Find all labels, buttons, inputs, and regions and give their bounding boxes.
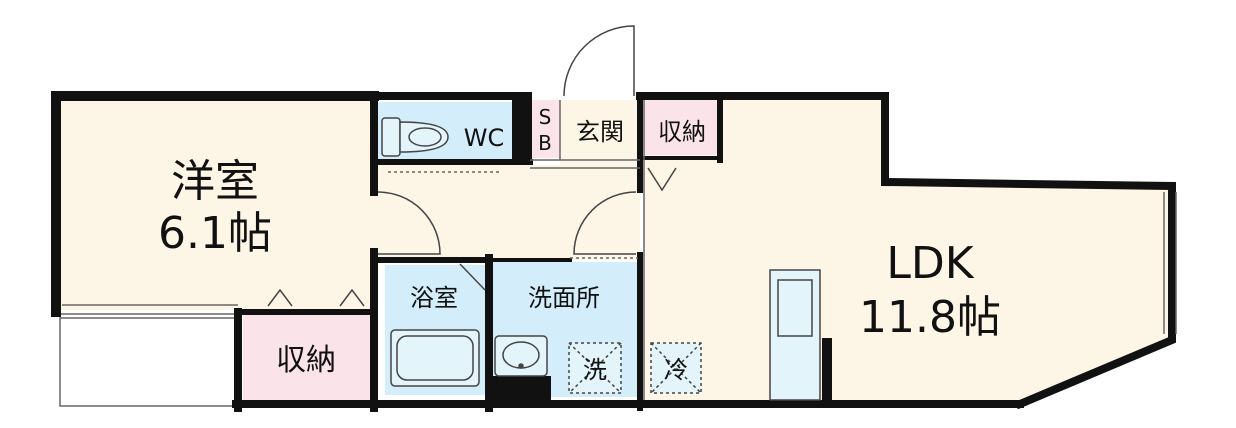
western-room-size: 6.1帖 — [158, 208, 272, 259]
ldk-name: LDK — [886, 238, 974, 289]
toilet-icon — [381, 117, 449, 157]
wc-label: WC — [464, 124, 505, 152]
storage-bottom-label: 収納 — [276, 343, 336, 378]
washroom-door[interactable] — [573, 191, 637, 255]
washroom-label: 洗面所 — [528, 284, 600, 312]
washer-icon — [568, 342, 622, 394]
bath-label: 浴室 — [410, 284, 458, 312]
corridor-floor — [374, 165, 640, 260]
walls — [51, 91, 1176, 412]
fridge-label: 冷 — [664, 356, 688, 384]
washer-label: 洗 — [583, 356, 607, 384]
western-room-name: 洋室 — [171, 156, 259, 207]
doors — [267, 25, 677, 307]
bathtub-icon — [390, 329, 480, 387]
storage-top-floor — [643, 100, 718, 155]
shoe-box-floor — [530, 100, 560, 158]
storage-bottom-floor — [243, 315, 371, 400]
shoe-box-line2: B — [538, 131, 552, 155]
kitchen-counter-icon — [769, 269, 821, 401]
washbasin-icon — [494, 335, 548, 377]
entrance-floor — [560, 100, 640, 165]
bath-door[interactable] — [459, 263, 486, 291]
balcony — [59, 310, 240, 407]
thin-lines — [62, 100, 1177, 400]
storage-top-label: 収納 — [658, 118, 706, 146]
labels: 洋室 6.1帖 LDK 11.8帖 WC S B 玄関 収納 収納 浴室 洗面所… — [158, 105, 1001, 384]
western-room-door[interactable] — [377, 191, 441, 255]
entrance-label: 玄関 — [576, 118, 624, 146]
western-room-floor — [60, 100, 374, 310]
entrance-door[interactable] — [563, 25, 635, 97]
fixtures — [381, 117, 821, 401]
fridge-icon — [650, 342, 702, 394]
shoe-box-line1: S — [539, 105, 552, 129]
ldk-size: 11.8帖 — [859, 292, 1001, 343]
